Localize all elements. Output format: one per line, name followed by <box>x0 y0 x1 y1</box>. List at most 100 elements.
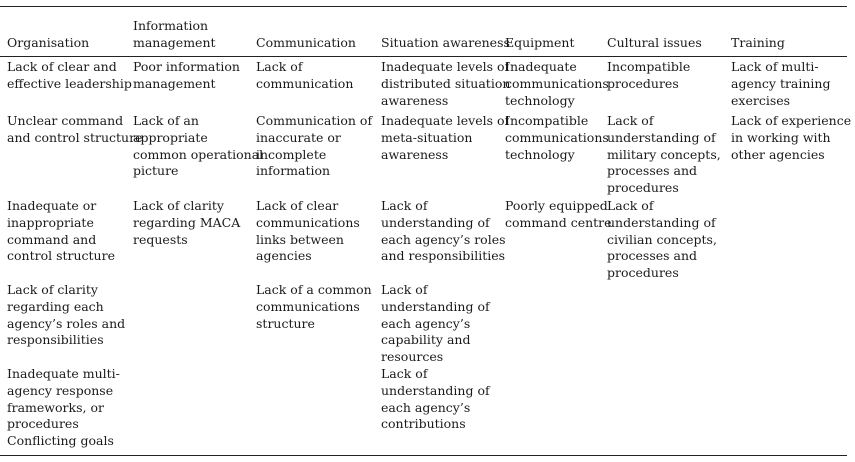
cell-line: Inadequate multi- <box>7 366 120 381</box>
cell-line: civilian concepts, <box>607 231 717 247</box>
cell-line: Lack of <box>381 282 428 297</box>
cell-line: information <box>256 163 331 179</box>
cell-line: structure <box>256 315 315 331</box>
cell-equipment: Poorly equipped command centre <box>505 198 612 232</box>
header-line: Organisation <box>7 35 90 51</box>
cell-line: appropriate <box>133 129 208 145</box>
cell-line: Poor information <box>133 59 240 74</box>
cell-line: each agency’s roles <box>381 231 506 247</box>
cell-line: procedures <box>607 180 679 196</box>
cell-communication: Lack of a common communications structur… <box>256 282 372 332</box>
cell-line: agency response <box>7 382 114 398</box>
cell-line: command and <box>7 231 97 247</box>
cell-line: regarding MACA <box>133 214 241 230</box>
cell-situation-awareness: Inadequate levels of meta-situation awar… <box>381 113 509 163</box>
table-header-rule <box>0 56 847 57</box>
cell-information-management: Poor information management <box>133 59 240 93</box>
header-training: Training <box>731 16 785 52</box>
cell-line: understanding of <box>607 129 716 145</box>
cell-line: technology <box>505 92 575 108</box>
cell-information-management: Lack of clarity regarding MACA requests <box>133 198 240 248</box>
cell-line: understanding of <box>381 214 490 230</box>
cell-line: procedures <box>607 265 679 281</box>
cell-communication: Lack of clear communications links betwe… <box>256 198 360 265</box>
cell-line: Conflicting goals <box>7 433 114 449</box>
cell-line: Lack of <box>381 366 428 381</box>
cell-line: agency’s roles and <box>7 315 126 331</box>
cell-line: Lack of an <box>133 113 199 128</box>
cell-line: links between <box>256 231 344 247</box>
cell-organisation: Unclear command and control structure <box>7 113 142 147</box>
cell-line: communications <box>505 129 609 145</box>
header-line: Training <box>731 35 785 51</box>
cell-line: common operational <box>133 146 264 162</box>
header-organisation: Organisation <box>7 16 89 52</box>
header-equipment: Equipment <box>505 16 575 52</box>
cell-line: Lack of multi- <box>731 59 819 74</box>
cell-line: Inadequate levels of <box>381 113 510 128</box>
cell-line: meta-situation <box>381 129 473 145</box>
cell-line: inappropriate <box>7 214 94 230</box>
header-situation-awareness: Situation awareness <box>381 16 510 52</box>
cell-training: Lack of experience in working with other… <box>731 113 851 163</box>
cell-line: inaccurate or <box>256 129 341 145</box>
cell-line: management <box>133 75 216 91</box>
header-line: management <box>133 35 216 51</box>
cell-cultural-issues: Lack of understanding of military concep… <box>607 113 721 197</box>
cell-line: capability and <box>381 332 471 348</box>
cell-communication: Communication of inaccurate or incomplet… <box>256 113 372 180</box>
cell-line: command centre <box>505 214 612 230</box>
cell-line: other agencies <box>731 146 825 162</box>
cell-situation-awareness: Lack of understanding of each agency’s c… <box>381 282 490 366</box>
cell-line: military concepts, <box>607 146 721 162</box>
cell-line: understanding of <box>607 214 716 230</box>
cell-equipment: Incompatible communications technology <box>505 113 609 163</box>
header-line: Communication <box>256 35 356 51</box>
cell-line: Inadequate or <box>7 198 97 213</box>
cell-line: procedures <box>7 416 79 432</box>
cell-line: Incompatible <box>505 113 589 128</box>
cell-line: regarding each <box>7 298 104 314</box>
header-line: Situation awareness <box>381 35 510 51</box>
header-information-management: Information management <box>133 16 216 52</box>
cell-line: communications <box>256 298 360 314</box>
cell-line: Poorly equipped <box>505 198 608 213</box>
cell-situation-awareness: Inadequate levels of distributed situati… <box>381 59 510 109</box>
cell-line: control structure <box>7 248 115 264</box>
cell-situation-awareness: Lack of understanding of each agency’s r… <box>381 198 506 265</box>
cell-line: picture <box>133 163 179 179</box>
cell-line: communications <box>256 214 360 230</box>
cell-cultural-issues: Incompatible procedures <box>607 59 690 93</box>
cell-line: communications <box>505 75 609 91</box>
cell-line: agencies <box>256 248 312 264</box>
cell-equipment: Inadequate communications technology <box>505 59 609 109</box>
cell-line: Lack of <box>607 198 654 213</box>
cell-line: awareness <box>381 146 449 162</box>
cell-line: procedures <box>607 75 679 91</box>
cell-line: Inadequate levels of <box>381 59 510 74</box>
cell-line: incomplete <box>256 146 327 162</box>
cell-line: Inadequate <box>505 59 577 74</box>
table-top-rule <box>0 6 847 7</box>
cell-line: Lack of a common <box>256 282 372 297</box>
header-cultural-issues: Cultural issues <box>607 16 702 52</box>
cell-communication: Lack of communication <box>256 59 353 93</box>
cell-line: requests <box>133 231 188 247</box>
cell-line: each agency’s <box>381 399 471 415</box>
cell-line: understanding of <box>381 382 490 398</box>
cell-line: Lack of clarity <box>7 282 98 297</box>
cell-line: Lack of clarity <box>133 198 224 213</box>
cell-training: Lack of multi- agency training exercises <box>731 59 831 109</box>
cell-line: awareness <box>381 92 449 108</box>
cell-line: and responsibilities <box>381 248 506 264</box>
cell-line: Lack of <box>607 113 654 128</box>
cell-organisation: Inadequate multi- agency response framew… <box>7 366 120 450</box>
cell-line: Lack of <box>381 198 428 213</box>
cell-organisation: Inadequate or inappropriate command and … <box>7 198 115 265</box>
header-line: Information <box>133 18 209 34</box>
cell-line: distributed situation <box>381 75 511 91</box>
cell-line: Communication of <box>256 113 373 128</box>
cell-information-management: Lack of an appropriate common operationa… <box>133 113 263 180</box>
cell-line: Incompatible <box>607 59 691 74</box>
